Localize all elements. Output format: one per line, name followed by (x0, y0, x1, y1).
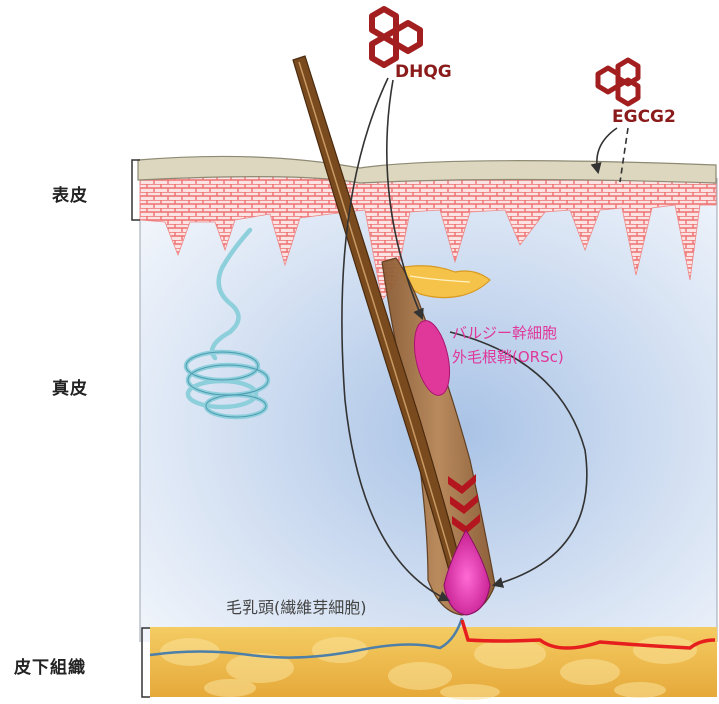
label-epidermis: 表皮 (52, 181, 88, 206)
label-dermal-papilla: 毛乳頭(繊維芽細胞) (226, 594, 367, 618)
label-outer-root-sheath: 外毛根鞘(ORSc) (452, 346, 564, 368)
label-subcutis: 皮下組織 (14, 653, 86, 678)
label-egcg2: EGCG2 (612, 107, 676, 127)
egcg2-molecule-icon (598, 60, 638, 104)
dhqg-molecule-icon (372, 9, 420, 65)
label-bulge-stem-cells: バルジー幹細胞 (452, 322, 557, 344)
subcutaneous-fat (150, 627, 717, 700)
label-dermis: 真皮 (52, 374, 88, 399)
label-dhqg: DHQG (395, 62, 452, 82)
